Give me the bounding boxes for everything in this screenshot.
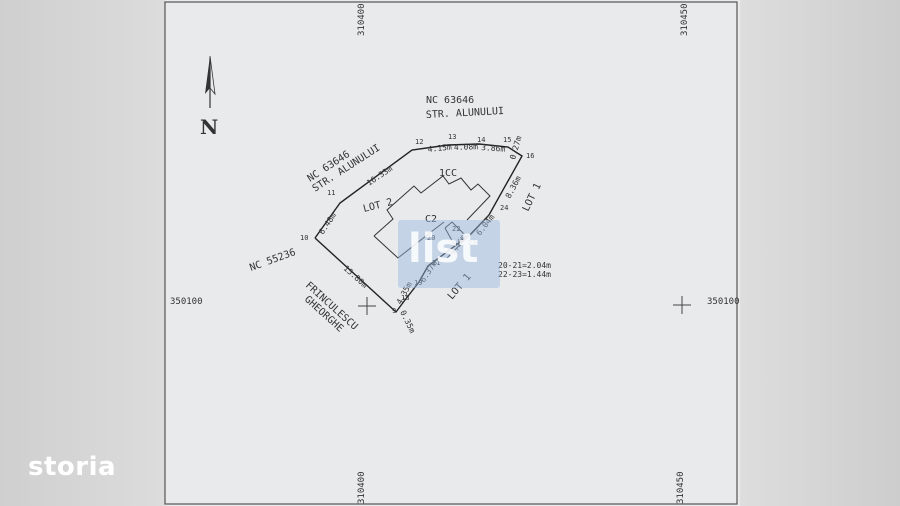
building-outline-1cc bbox=[373, 175, 491, 237]
point-label-18: 18 bbox=[401, 294, 409, 302]
point-label-19: 19 bbox=[414, 279, 422, 287]
point-label-24: 24 bbox=[500, 204, 508, 212]
photo-background-right bbox=[735, 0, 900, 506]
point-label-10: 10 bbox=[300, 234, 308, 242]
grid-label-right: 350100 bbox=[707, 297, 740, 307]
icc-label: 1CC bbox=[439, 168, 457, 179]
lot-division-line bbox=[446, 214, 490, 259]
nc-55236-label: NC 55236 bbox=[248, 247, 297, 274]
plan-frame bbox=[164, 1, 738, 505]
building-outline-c2 bbox=[373, 221, 445, 259]
point-label-13: 13 bbox=[448, 133, 456, 141]
c2-label: C2 bbox=[425, 214, 437, 225]
photo-background-left bbox=[0, 0, 165, 506]
grid-cross-right bbox=[673, 296, 691, 314]
point-label-23: 23 bbox=[468, 239, 476, 247]
nc-top-label: NC 63646 bbox=[426, 95, 474, 106]
point-label-11: 11 bbox=[327, 189, 335, 197]
parcel-boundary bbox=[314, 143, 523, 314]
watermark-text: list bbox=[408, 226, 479, 272]
point-label-14: 14 bbox=[477, 136, 485, 144]
segment-note-1: 20-21=2.04m bbox=[498, 261, 551, 270]
point-label-15: 15 bbox=[503, 136, 511, 144]
storia-logo: storia bbox=[28, 452, 117, 482]
dimension-11-12: 16.33m bbox=[365, 164, 394, 188]
segment-note-2: 22-23=1.44m bbox=[498, 270, 551, 279]
point-label-12: 12 bbox=[415, 138, 423, 146]
point-label-21: 21 bbox=[432, 259, 440, 267]
grid-cross-left bbox=[358, 297, 376, 315]
dimension-10-11: 6.48m bbox=[317, 211, 338, 236]
dimension-13-14: 4.08m bbox=[454, 142, 479, 152]
watermark-logo: list bbox=[398, 220, 500, 288]
dimension-12-13: 4.15m bbox=[427, 143, 452, 154]
annex-outline bbox=[444, 221, 467, 247]
point-label-20: 20 bbox=[427, 234, 435, 242]
grid-label-top-right: 310450 bbox=[680, 3, 690, 36]
grid-label-bottom-left: 310400 bbox=[357, 471, 367, 504]
north-label: N bbox=[200, 115, 218, 139]
grid-label-top-left: 310400 bbox=[357, 3, 367, 36]
dimension-9-10: 15.80m bbox=[342, 264, 370, 290]
point-label-22: 22 bbox=[452, 225, 460, 233]
grid-label-bottom-right: 310450 bbox=[676, 471, 686, 504]
dimension-16-24: 8.36m bbox=[504, 174, 523, 200]
point-label-16: 16 bbox=[526, 152, 534, 160]
lot2-label: LOT 2 bbox=[362, 197, 394, 215]
lot1-right-label: LOT 1 bbox=[521, 181, 544, 213]
point-label-9: 9 bbox=[392, 307, 396, 315]
north-arrow-icon bbox=[205, 55, 216, 108]
dimension-14-15: 3.86m bbox=[481, 143, 506, 154]
grid-label-left: 350100 bbox=[170, 297, 203, 307]
street-top-label: STR. ALUNULUI bbox=[426, 106, 505, 121]
dimension-9: 0.35m bbox=[398, 309, 417, 335]
